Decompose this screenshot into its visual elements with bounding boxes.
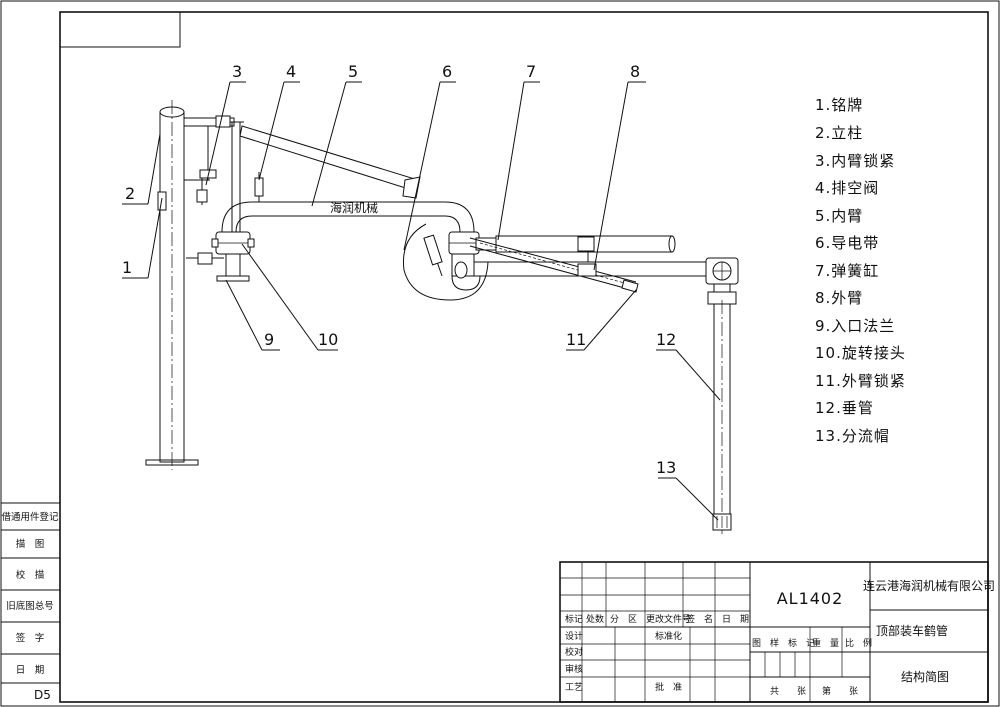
callout-11: 11 bbox=[566, 330, 586, 349]
outer-arm bbox=[474, 261, 722, 277]
side-row-0: 借通用件登记 bbox=[1, 511, 59, 523]
legend-item-10: 10.旋转接头 bbox=[815, 344, 906, 362]
side-row-5: 日 期 bbox=[16, 665, 45, 676]
loading-arm-drawing: 海润机械 bbox=[122, 62, 739, 536]
inner-arm-lock bbox=[183, 115, 244, 205]
rev-header-1: 处数 bbox=[586, 613, 604, 625]
pipe-label: 海润机械 bbox=[330, 200, 378, 215]
drawing-number: AL1402 bbox=[777, 589, 844, 608]
legend-item-3: 3.内臂锁紧 bbox=[815, 152, 895, 170]
drop-pipe bbox=[712, 300, 732, 536]
standardization-label: 标准化 bbox=[655, 630, 682, 642]
legend-item-2: 2.立柱 bbox=[815, 124, 863, 142]
approval-label: 批 准 bbox=[655, 681, 682, 693]
outer-swivel bbox=[705, 257, 739, 305]
inlet-swivel bbox=[186, 231, 255, 282]
sign-row-0: 设计 bbox=[565, 630, 583, 642]
callout-12: 12 bbox=[656, 330, 676, 349]
side-row-4: 签 字 bbox=[16, 632, 45, 644]
legend-item-1: 1.铭牌 bbox=[815, 96, 863, 114]
legend-item-4: 4.排空阀 bbox=[815, 179, 879, 197]
legend-item-12: 12.垂管 bbox=[815, 399, 874, 417]
callout-1: 1 bbox=[122, 258, 132, 277]
drawing-title: 结构简图 bbox=[901, 669, 949, 684]
rev-header-4: 签 名 bbox=[686, 613, 713, 625]
sheet-code: D5 bbox=[34, 688, 51, 702]
side-row-2: 校 描 bbox=[16, 569, 45, 581]
callout-13: 13 bbox=[656, 458, 676, 477]
sheet-total: 共 张 bbox=[770, 686, 806, 697]
rev-header-2: 分 区 bbox=[610, 614, 637, 625]
attr-header-0: 图 样 标 记 bbox=[752, 637, 815, 649]
rev-header-5: 日 期 bbox=[722, 614, 749, 625]
callouts: 1 2 3 4 5 6 7 bbox=[122, 62, 721, 521]
middle-swivel bbox=[448, 231, 481, 291]
callout-8: 8 bbox=[630, 62, 640, 81]
spring-cylinder bbox=[475, 235, 676, 262]
drain-valve bbox=[254, 172, 264, 202]
sign-row-2: 审核 bbox=[565, 663, 583, 675]
legend-item-5: 5.内臂 bbox=[815, 207, 863, 225]
conductive-strap bbox=[402, 223, 489, 301]
sign-row-1: 校对 bbox=[565, 646, 583, 658]
parts-legend: 1.铭牌 2.立柱 3.内臂锁紧 4.排空阀 5.内臂 6.导电带 7.弹簧缸 … bbox=[815, 96, 906, 445]
sign-row-3: 工艺 bbox=[565, 682, 583, 693]
inner-frame bbox=[59, 11, 989, 703]
side-panel: 借通用件登记 描 图 校 描 旧底图总号 签 字 日 期 D5 bbox=[1, 502, 60, 702]
callout-5: 5 bbox=[348, 62, 358, 81]
riser-column bbox=[145, 100, 199, 470]
callout-10: 10 bbox=[318, 330, 338, 349]
product-name: 顶部装车鹤管 bbox=[876, 623, 948, 638]
title-block: 标记 处数 分 区 更改文件号 签 名 日 期 设计 校对 审核 工艺 标准化 … bbox=[559, 561, 995, 703]
inner-arm: 海润机械 bbox=[221, 200, 475, 233]
legend-item-7: 7.弹簧缸 bbox=[815, 262, 879, 280]
side-row-3: 旧底图总号 bbox=[6, 600, 54, 612]
attr-header-1: 重 量 bbox=[812, 637, 839, 649]
callout-7: 7 bbox=[526, 62, 536, 81]
callout-6: 6 bbox=[442, 62, 452, 81]
legend-item-9: 9.入口法兰 bbox=[815, 317, 895, 335]
callout-3: 3 bbox=[232, 62, 242, 81]
outer-arm-lock bbox=[469, 237, 639, 293]
company-name: 连云港海润机械有限公司 bbox=[863, 578, 995, 593]
rev-header-3: 更改文件号 bbox=[646, 613, 691, 625]
sheet-index: 第 张 bbox=[822, 685, 858, 697]
callout-2: 2 bbox=[125, 184, 135, 203]
inlet-flange bbox=[216, 275, 250, 282]
nameplate bbox=[157, 191, 167, 211]
legend-item-11: 11.外臂锁紧 bbox=[815, 372, 906, 390]
callout-4: 4 bbox=[286, 62, 296, 81]
attr-header-2: 比 例 bbox=[845, 637, 872, 649]
legend-item-6: 6.导电带 bbox=[815, 234, 879, 252]
rev-header-0: 标记 bbox=[565, 613, 583, 625]
legend-item-13: 13.分流帽 bbox=[815, 427, 890, 445]
callout-9: 9 bbox=[264, 330, 274, 349]
side-row-1: 描 图 bbox=[16, 538, 45, 550]
legend-item-8: 8.外臂 bbox=[815, 289, 863, 307]
corner-box bbox=[59, 11, 181, 48]
